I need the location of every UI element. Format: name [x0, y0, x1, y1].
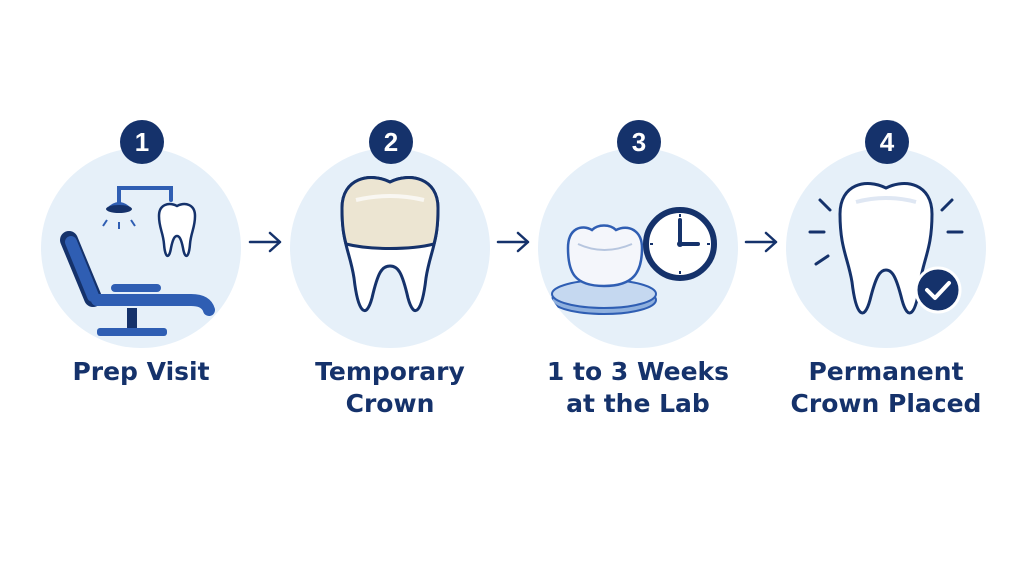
step-3: 3 1 to 3 Weeks at the Lab: [533, 120, 743, 440]
step-label: Prep Visit: [16, 356, 266, 388]
step-illustration-circle: [41, 148, 241, 348]
lab-crown-clock-icon: [551, 207, 717, 315]
dental-chair-icon: [60, 186, 215, 336]
step-label: Temporary Crown: [265, 356, 515, 420]
step-illustration-circle: [290, 148, 490, 348]
step-1: 1 Prep Visit: [36, 120, 246, 440]
arrow-right-icon: [744, 231, 778, 253]
finished-tooth-check-icon: [808, 182, 964, 315]
arrow-right-icon: [248, 231, 282, 253]
step-label-line-1: Temporary: [315, 357, 465, 386]
step-number-badge: 1: [120, 120, 164, 164]
step-label-line-2: at the Lab: [566, 389, 710, 418]
step-label: Permanent Crown Placed: [761, 356, 1011, 420]
temporary-crown-tooth-icon: [340, 176, 440, 312]
step-number-badge: 2: [369, 120, 413, 164]
step-4: 4 Permanent Crown Placed: [781, 120, 991, 440]
step-label-line-1: 1 to 3 Weeks: [546, 357, 730, 386]
step-label-line-1: Prep Visit: [72, 357, 210, 386]
step-label-line-1: Permanent: [808, 357, 964, 386]
step-illustration-circle: [786, 148, 986, 348]
step-label: 1 to 3 Weeks at the Lab: [513, 356, 763, 420]
step-number-badge: 4: [865, 120, 909, 164]
step-number-badge: 3: [617, 120, 661, 164]
step-2: 2 Temporary Crown: [285, 120, 495, 440]
step-illustration-circle: [538, 148, 738, 348]
step-label-line-2: Crown Placed: [790, 389, 982, 418]
arrow-right-icon: [496, 231, 530, 253]
step-label-line-2: Crown: [345, 389, 435, 418]
